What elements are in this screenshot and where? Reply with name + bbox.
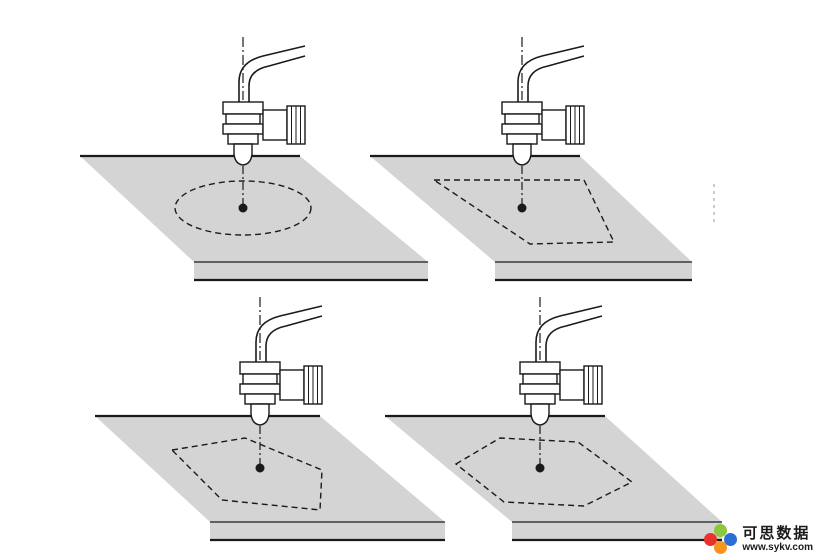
workpiece-plate <box>95 416 445 522</box>
watermark-logo: 可思数据 www.sykv.com <box>704 524 813 554</box>
cut-path-rectangle <box>431 179 616 245</box>
watermark-name: 可思数据 <box>742 523 811 542</box>
workpiece-plate <box>370 156 692 262</box>
torch-nozzle-icon <box>222 37 306 166</box>
center-point <box>255 463 265 473</box>
torch-nozzle-icon <box>239 297 323 426</box>
logo-dot <box>714 541 728 554</box>
center-point <box>238 203 248 213</box>
cut-path-circle <box>174 180 312 236</box>
logo-dot <box>724 533 738 546</box>
panel-bottom-left <box>95 297 445 542</box>
panel-top-right <box>370 37 692 282</box>
panel-top-left <box>80 37 428 282</box>
torch-nozzle-icon <box>519 297 603 426</box>
panel-bottom-right <box>385 297 722 542</box>
logo-dot <box>714 524 728 537</box>
logo-dot <box>704 533 718 546</box>
cut-path-hexagon <box>454 437 634 507</box>
center-point <box>517 203 527 213</box>
center-point <box>535 463 545 473</box>
workpiece-plate <box>80 156 428 262</box>
torch-nozzle-icon <box>501 37 585 166</box>
cut-path-pentagon <box>170 437 323 511</box>
watermark-url: www.sykv.com <box>742 541 813 553</box>
logo-dots-icon <box>704 524 738 554</box>
workpiece-plate <box>385 416 722 522</box>
